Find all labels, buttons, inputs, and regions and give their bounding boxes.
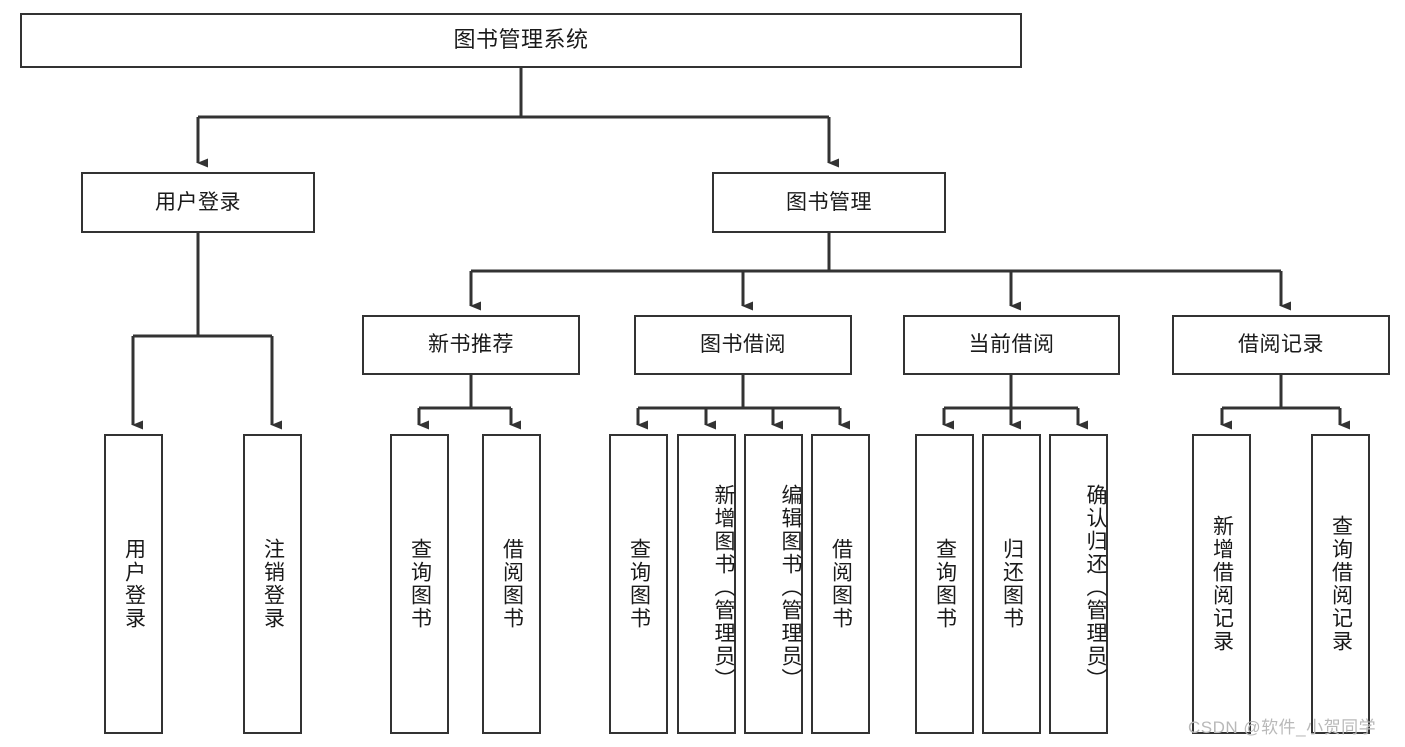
- node-current-borrow[interactable]: 当前借阅: [903, 315, 1120, 375]
- node-label: 用户登录: [155, 190, 241, 214]
- leaf-book-borrow-add-book-admin[interactable]: 新增图书（管理员）: [677, 434, 736, 734]
- node-label: 注销登录: [261, 538, 285, 630]
- node-label: 新增图书（管理员）: [712, 483, 735, 691]
- csdn-watermark: CSDN @软件_小贺同学: [1188, 718, 1377, 737]
- node-label: 新增借阅记录: [1210, 515, 1234, 653]
- node-label: 借阅图书: [829, 538, 853, 630]
- node-label: 图书管理: [786, 190, 872, 214]
- leaf-borrow-record-query-record[interactable]: 查询借阅记录: [1311, 434, 1370, 734]
- node-root-system[interactable]: 图书管理系统: [20, 13, 1022, 68]
- node-book-management[interactable]: 图书管理: [712, 172, 946, 233]
- leaf-new-book-borrow-book[interactable]: 借阅图书: [482, 434, 541, 734]
- node-book-borrow[interactable]: 图书借阅: [634, 315, 852, 375]
- node-label: 图书借阅: [700, 333, 786, 357]
- leaf-new-book-query-book[interactable]: 查询图书: [390, 434, 449, 734]
- node-borrow-record[interactable]: 借阅记录: [1172, 315, 1390, 375]
- node-label: 归还图书: [1000, 538, 1024, 630]
- node-label: 借阅图书: [500, 538, 524, 630]
- node-label: 查询借阅记录: [1329, 515, 1353, 653]
- leaf-book-borrow-borrow-book[interactable]: 借阅图书: [811, 434, 870, 734]
- node-label: 确认归还（管理员）: [1084, 483, 1107, 691]
- node-label: 查询图书: [627, 538, 651, 630]
- node-label: 当前借阅: [968, 333, 1055, 357]
- leaf-book-borrow-query-book[interactable]: 查询图书: [609, 434, 668, 734]
- node-new-book-recommend[interactable]: 新书推荐: [362, 315, 580, 375]
- node-label: 查询图书: [408, 538, 432, 630]
- node-label: 查询图书: [933, 538, 957, 630]
- node-label: 借阅记录: [1238, 333, 1324, 357]
- node-user-login[interactable]: 用户登录: [81, 172, 315, 233]
- leaf-borrow-record-add-record[interactable]: 新增借阅记录: [1192, 434, 1251, 734]
- leaf-user-login[interactable]: 用户登录: [104, 434, 163, 734]
- leaf-current-borrow-query-book[interactable]: 查询图书: [915, 434, 974, 734]
- leaf-current-borrow-confirm-return-admin[interactable]: 确认归还（管理员）: [1049, 434, 1108, 734]
- leaf-book-borrow-edit-book-admin[interactable]: 编辑图书（管理员）: [744, 434, 803, 734]
- node-label: 用户登录: [122, 538, 146, 630]
- node-label: 图书管理系统: [453, 27, 589, 53]
- node-label: 新书推荐: [428, 333, 514, 357]
- node-label: 编辑图书（管理员）: [779, 483, 802, 691]
- leaf-logout[interactable]: 注销登录: [243, 434, 302, 734]
- leaf-current-borrow-return-book[interactable]: 归还图书: [982, 434, 1041, 734]
